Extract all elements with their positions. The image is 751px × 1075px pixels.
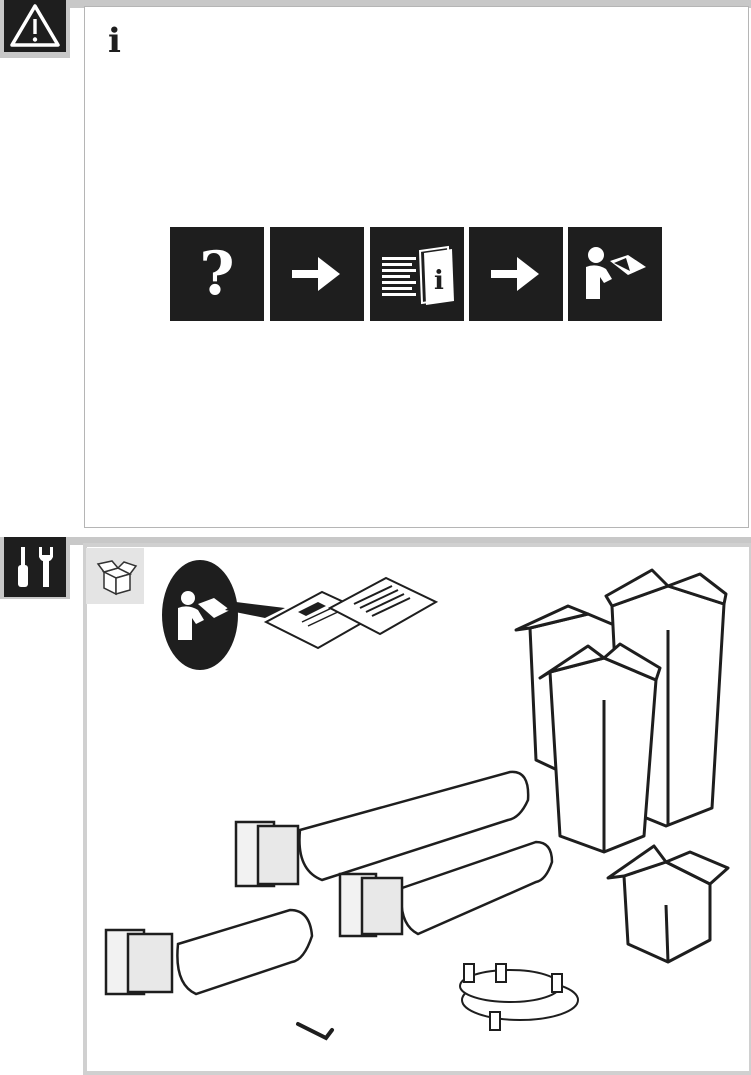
instruction-sheets [263,576,439,650]
section-header-bar-2 [0,537,751,545]
warning-triangle-icon [4,0,66,52]
package-tab [86,548,144,604]
roller-tubes-with-motors [104,770,554,996]
manual-booklet-icon: i [382,245,454,305]
mounting-brackets [459,963,579,1031]
allen-key [296,1022,334,1041]
manual-tile: i [370,227,464,321]
warning-tab [0,0,70,58]
shipping-boxes [514,568,730,964]
info-marker: i [108,21,121,61]
question-mark-icon: ? [199,239,235,309]
arrow-right-icon [491,257,539,291]
tools-tab [0,537,70,599]
read-instructions-icon [162,560,285,670]
screwdriver-wrench-icon [4,537,66,597]
package-contents-icon [96,560,138,596]
person-reading-icon [586,247,646,299]
svg-text:i: i [434,266,444,296]
question-tile: ? [170,227,264,321]
package-contents-illustration [104,560,730,1041]
arrow-tile-1 [270,227,364,321]
arrow-right-icon [292,257,340,291]
arrow-tile-2 [469,227,563,321]
section-header-bar [0,0,751,8]
reader-tile [568,227,662,321]
